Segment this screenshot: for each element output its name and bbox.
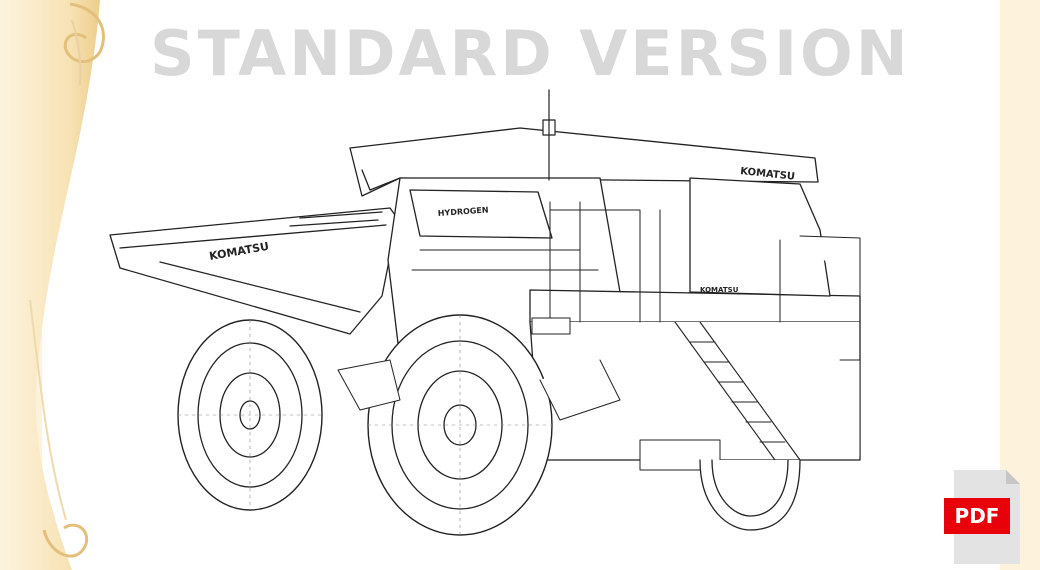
truck-brand-deck: KOMATSU xyxy=(700,286,739,294)
page-heading: STANDARD VERSION xyxy=(150,17,911,90)
scroll-decoration xyxy=(0,0,105,570)
dump-truck-illustration: KOMATSU KOMATSU KOMATSU HYDROGEN xyxy=(109,89,861,536)
truck-cab-label: HYDROGEN xyxy=(438,205,489,218)
pdf-label: PDF xyxy=(944,498,1010,534)
pdf-download-button[interactable]: PDF xyxy=(944,470,1022,566)
